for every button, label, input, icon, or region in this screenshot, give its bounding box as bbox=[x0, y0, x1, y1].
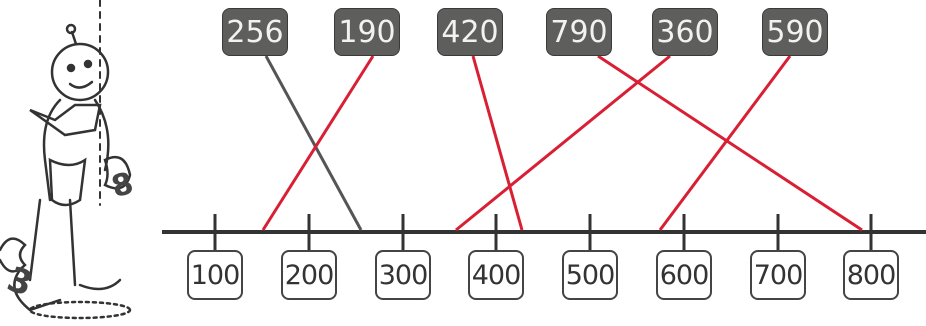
number-box-420: 420 bbox=[437, 8, 503, 56]
number-box-360: 360 bbox=[652, 8, 718, 56]
robot-illustration bbox=[0, 0, 132, 320]
scale-box-800: 800 bbox=[843, 250, 899, 300]
line-790 bbox=[597, 54, 863, 232]
scale-box-700: 700 bbox=[750, 250, 806, 300]
robot-head bbox=[50, 42, 110, 102]
number-box-190: 190 bbox=[334, 8, 400, 56]
scale-box-200: 200 bbox=[281, 250, 337, 300]
number-box-256: 256 bbox=[222, 8, 288, 56]
scale-box-300: 300 bbox=[375, 250, 431, 300]
number-box-790: 790 bbox=[546, 8, 612, 56]
line-360 bbox=[455, 54, 671, 232]
line-590 bbox=[658, 55, 792, 231]
scale-box-600: 600 bbox=[656, 250, 712, 300]
line-256 bbox=[264, 55, 363, 231]
axis-ticks bbox=[213, 214, 873, 250]
number-box-590: 590 bbox=[762, 8, 828, 56]
line-190 bbox=[261, 55, 375, 231]
scale-box-100: 100 bbox=[187, 250, 243, 300]
scale-box-400: 400 bbox=[468, 250, 524, 300]
scale-box-500: 500 bbox=[562, 250, 618, 300]
line-420 bbox=[471, 55, 524, 231]
